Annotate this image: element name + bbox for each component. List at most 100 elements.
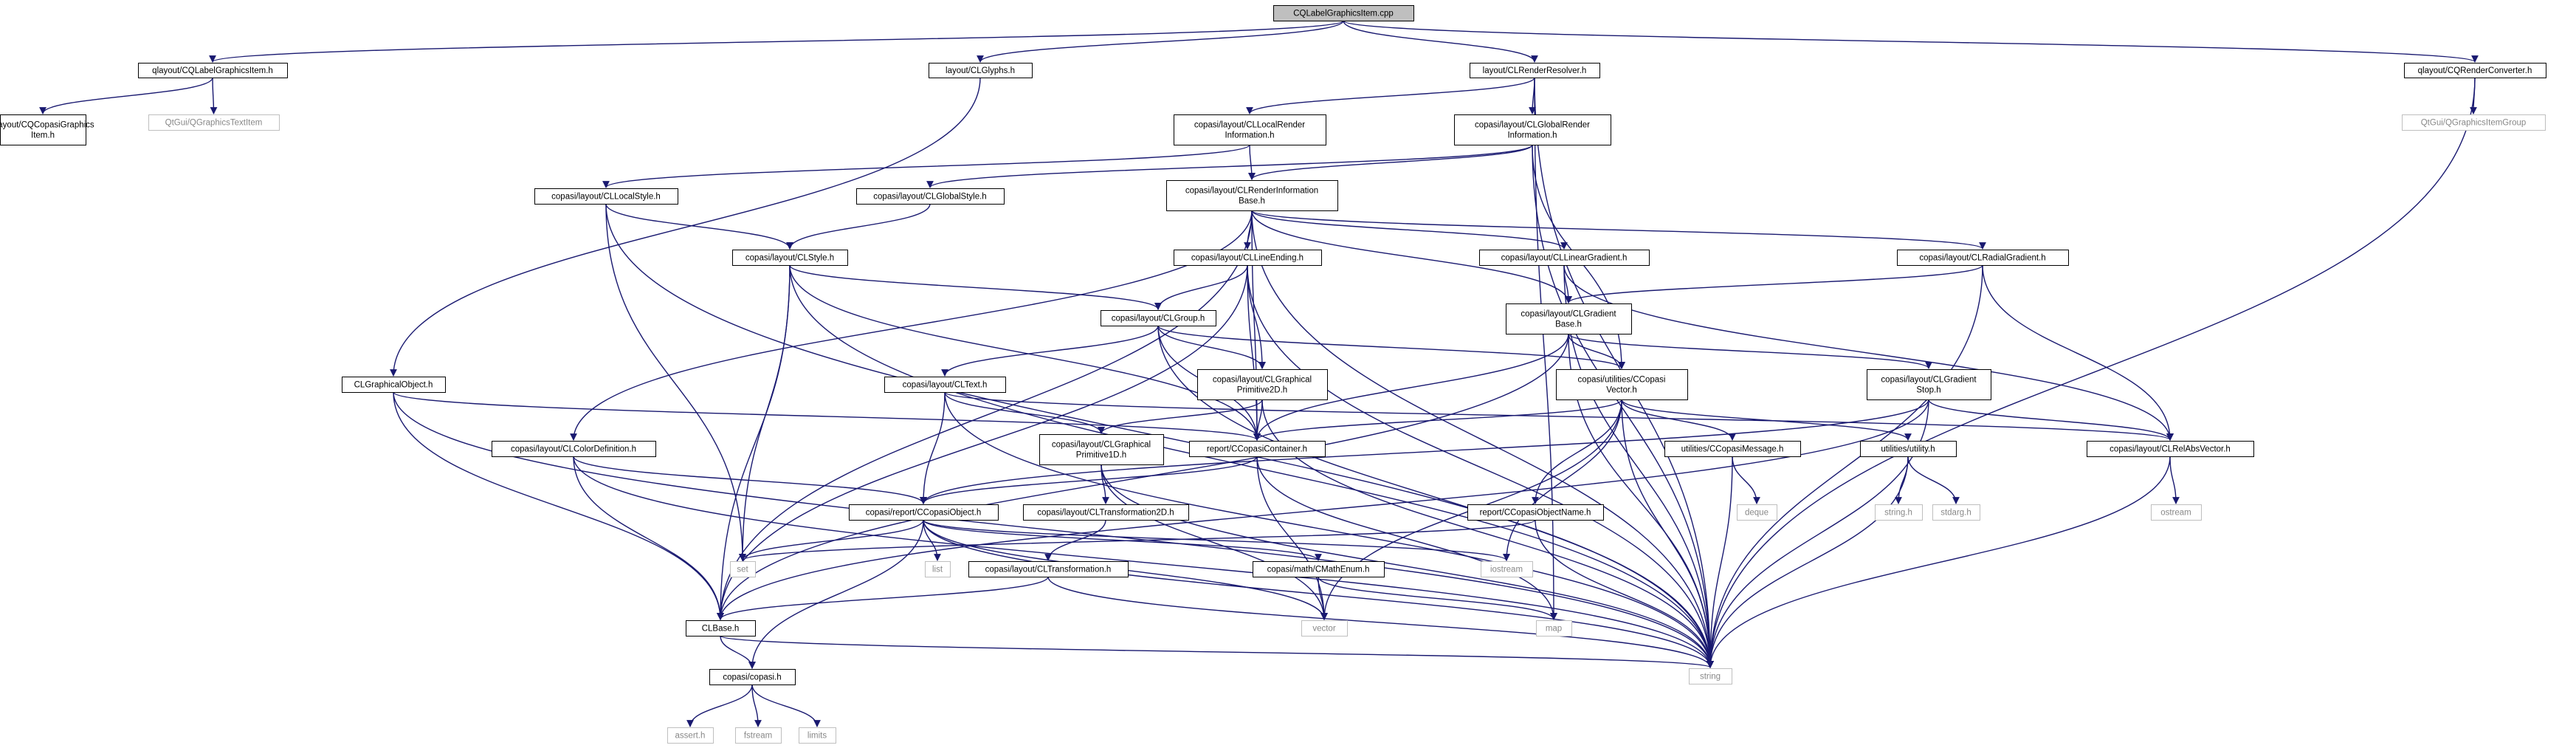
edge-cllocalstyle-to-clstyle [605,203,793,250]
node-root[interactable]: CQLabelGraphicsItem.cpp [1273,5,1414,21]
node-clbase[interactable]: CLBase.h [686,620,756,637]
node-box [709,669,796,685]
edge-ccopasiobjectname-to-string [1535,519,1714,668]
node-cllocalstyle[interactable]: copasi/layout/CLLocalStyle.h [534,188,678,205]
edge-utility-to-stringh [1895,456,1909,504]
node-clrenderresolver[interactable]: layout/CLRenderResolver.h [1470,63,1600,78]
node-box [667,727,714,744]
node-box [138,63,288,78]
node-label: list [932,566,943,574]
node-label: report/CCopasiContainer.h [1207,445,1307,454]
node-label: string.h [1884,509,1912,518]
edge-cllineargradient-to-clrelabsvector [1563,264,2174,441]
node-cllineargradient[interactable]: copasi/layout/CLLinearGradient.h [1479,250,1650,266]
node-ccopasiobject[interactable]: copasi/report/CCopasiObject.h [849,504,999,521]
node-cqlabelgi[interactable]: qlayout/CQLabelGraphicsItem.h [138,63,288,78]
node-label: copasi/layout/CLColorDefinition.h [511,445,636,454]
node-clstyle[interactable]: copasi/layout/CLStyle.h [732,250,848,266]
node-box [929,63,1033,78]
node-ccopasiobjectname[interactable]: report/CCopasiObjectName.h [1467,504,1604,521]
node-clgraphicalobject[interactable]: CLGraphicalObject.h [342,377,446,393]
node-utility[interactable]: utilities/utility.h [1860,441,1957,457]
node-copasih[interactable]: copasi/copasi.h [709,669,796,685]
node-iostream: iostream [1481,561,1533,577]
node-qgraphicstextitem: QtGui/QGraphicsTextItem [148,114,280,131]
dependency-edges [39,20,2479,727]
node-label: Information.h [1225,131,1274,140]
edge-cqlabelgi-to-qgraphicstextitem [210,77,218,114]
node-label: QtGui/QGraphicsTextItem [165,119,263,128]
edge-root-to-cqrenderconverter [1343,20,2479,63]
edge-cltransformation2d-to-cltransformation [1044,519,1106,561]
node-box [2087,441,2254,457]
edge-cllineending-to-clgroup [1154,264,1248,310]
edge-clgroup-to-clgraphicalprim2d [1157,325,1266,369]
node-box [686,620,756,637]
node-label: copasi/layout/CLGroup.h [1112,315,1205,323]
node-label: qlayout/CQCopasiGraphics [0,121,94,130]
node-ccopasicontainer[interactable]: report/CCopasiContainer.h [1189,441,1326,457]
node-asserth: assert.h [667,727,714,744]
node-label: CQLabelGraphicsItem.cpp [1293,10,1394,18]
node-box [1166,180,1338,211]
node-box [1875,504,1923,521]
node-label: copasi/layout/CLGlobalRender [1475,121,1590,130]
edge-cmathenum-to-map [1318,576,1557,620]
edge-ccopasiobjectname-to-set [739,519,1536,561]
node-cltransformation2d[interactable]: copasi/layout/CLTransformation2D.h [1023,504,1189,521]
node-clglyphs[interactable]: layout/CLGlyphs.h [929,63,1033,78]
node-label: utilities/utility.h [1881,445,1935,454]
node-box [1023,504,1189,521]
node-cltext[interactable]: copasi/layout/CLText.h [884,377,1006,393]
node-clglobalrenderinfo[interactable]: copasi/layout/CLGlobalRenderInformation.… [1454,114,1611,145]
edge-cllineending-to-clgraphicalprim2d [1247,264,1266,369]
edge-ccopasiobject-to-copasih [748,519,924,669]
node-box [1506,303,1632,334]
edge-clstyle-to-clgroup [789,264,1162,310]
edge-ccopasiobject-to-set [739,519,924,561]
node-box [148,114,280,131]
node-cllineending[interactable]: copasi/layout/CLLineEnding.h [1174,250,1322,266]
node-cmathenum[interactable]: copasi/math/CMathEnum.h [1253,561,1385,577]
node-clradialgradient[interactable]: copasi/layout/CLRadialGradient.h [1897,250,2069,266]
node-ccopasimessage[interactable]: utilities/CCopasiMessage.h [1664,441,1801,457]
node-label: Primitive2D.h [1237,386,1287,395]
node-label: fstream [744,732,772,741]
node-clglobalstyle[interactable]: copasi/layout/CLGlobalStyle.h [856,188,1005,205]
node-label: assert.h [675,732,706,741]
edge-cltext-to-clgraphicalprim1d [944,391,1105,434]
node-box [1897,250,2069,266]
node-cltransformation[interactable]: copasi/layout/CLTransformation.h [968,561,1129,577]
node-box [925,561,951,577]
edge-clbase-to-string [720,635,1714,668]
node-box [849,504,999,521]
edge-clcolordef-to-clbase [573,456,724,620]
edge-clrenderresolver-to-cllocalrenderinfo [1246,77,1535,114]
edge-clgraphicalobject-to-ccopasicontainer [393,391,1261,441]
header-nodes: CQLabelGraphicsItem.cpp qlayout/CQLabelGr… [0,5,2546,744]
node-box [1189,441,1326,457]
node-clgroup[interactable]: copasi/layout/CLGroup.h [1101,310,1216,326]
node-box [1481,561,1533,577]
node-label: Base.h [1555,320,1582,329]
edge-clstyle-to-string [789,264,1714,668]
node-map: map [1536,620,1572,637]
node-label: copasi/layout/CLLinearGradient.h [1501,254,1628,263]
node-label: stdarg.h [1940,509,1971,518]
node-limits: limits [799,727,836,744]
node-cqrenderconverter[interactable]: qlayout/CQRenderConverter.h [2404,63,2546,78]
node-clrelabsvector[interactable]: copasi/layout/CLRelAbsVector.h [2087,441,2254,457]
edge-clgroup-to-ccopasivector [1157,325,1625,369]
node-clcolordef[interactable]: copasi/layout/CLColorDefinition.h [492,441,656,457]
node-box [735,727,782,744]
node-label: QtGui/QGraphicsItemGroup [2421,119,2527,128]
